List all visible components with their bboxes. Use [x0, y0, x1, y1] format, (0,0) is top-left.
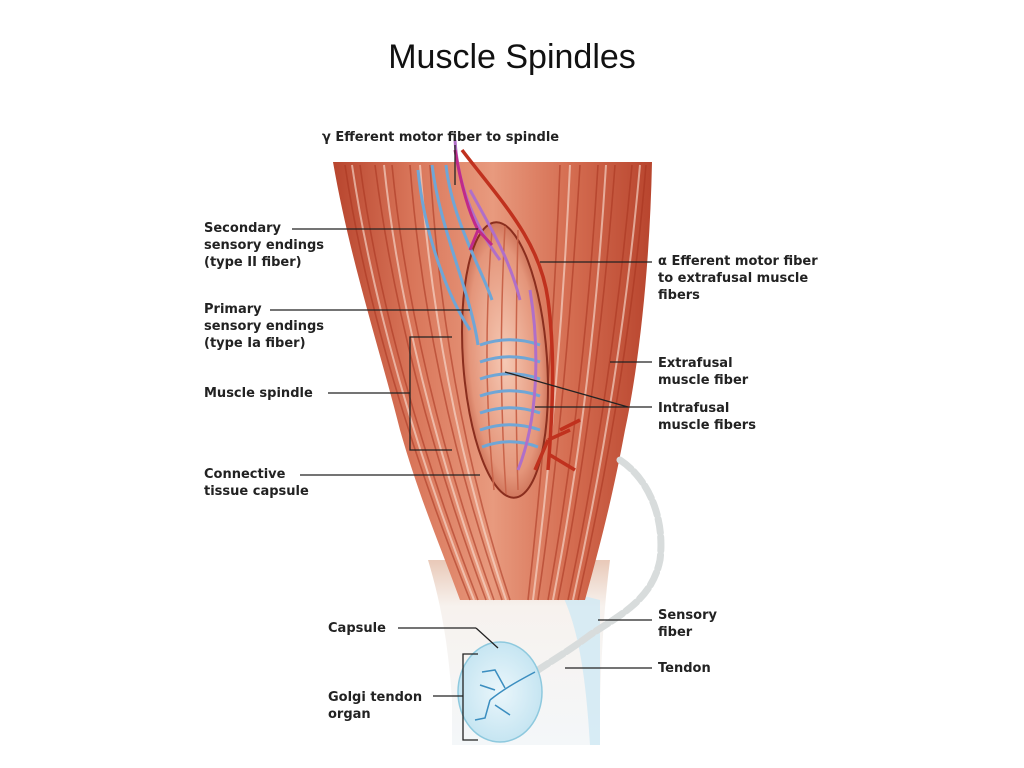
gamma-efferent-magenta	[453, 149, 494, 251]
label-sensory-fiber: Sensory fiber	[658, 608, 717, 640]
label-secondary-sensory-endings: Secondary sensory endings (type II fiber…	[204, 221, 325, 270]
label-tendon: Tendon	[658, 661, 711, 676]
label-gamma-efferent: γ Efferent motor fiber to spindle	[322, 130, 560, 145]
label-primary-sensory-endings: Primary sensory endings (type Ia fiber)	[204, 302, 325, 351]
label-intrafusal-muscle-fibers: Intrafusal muscle fibers	[658, 401, 756, 433]
sensory-fiber-to-golgi	[531, 456, 665, 676]
tendon-blue-edge	[560, 590, 600, 745]
label-alpha-efferent: α Efferent motor fiber to extrafusal mus…	[658, 254, 818, 303]
label-connective-tissue-capsule: Connective tissue capsule	[204, 467, 309, 499]
label-capsule: Capsule	[328, 621, 386, 636]
label-golgi-tendon-organ: Golgi tendon organ	[328, 690, 423, 722]
label-muscle-spindle: Muscle spindle	[204, 386, 313, 401]
muscle-highlights	[351, 164, 641, 601]
muscle-striations	[344, 164, 647, 601]
sensory-nerves	[416, 164, 494, 346]
alpha-efferent-nerve	[460, 148, 581, 472]
slide-title: Muscle Spindles	[388, 38, 636, 76]
label-extrafusal-muscle-fiber: Extrafusal muscle fiber	[658, 356, 749, 388]
leader-lines	[270, 145, 652, 741]
golgi-nerve-branches	[474, 669, 536, 721]
